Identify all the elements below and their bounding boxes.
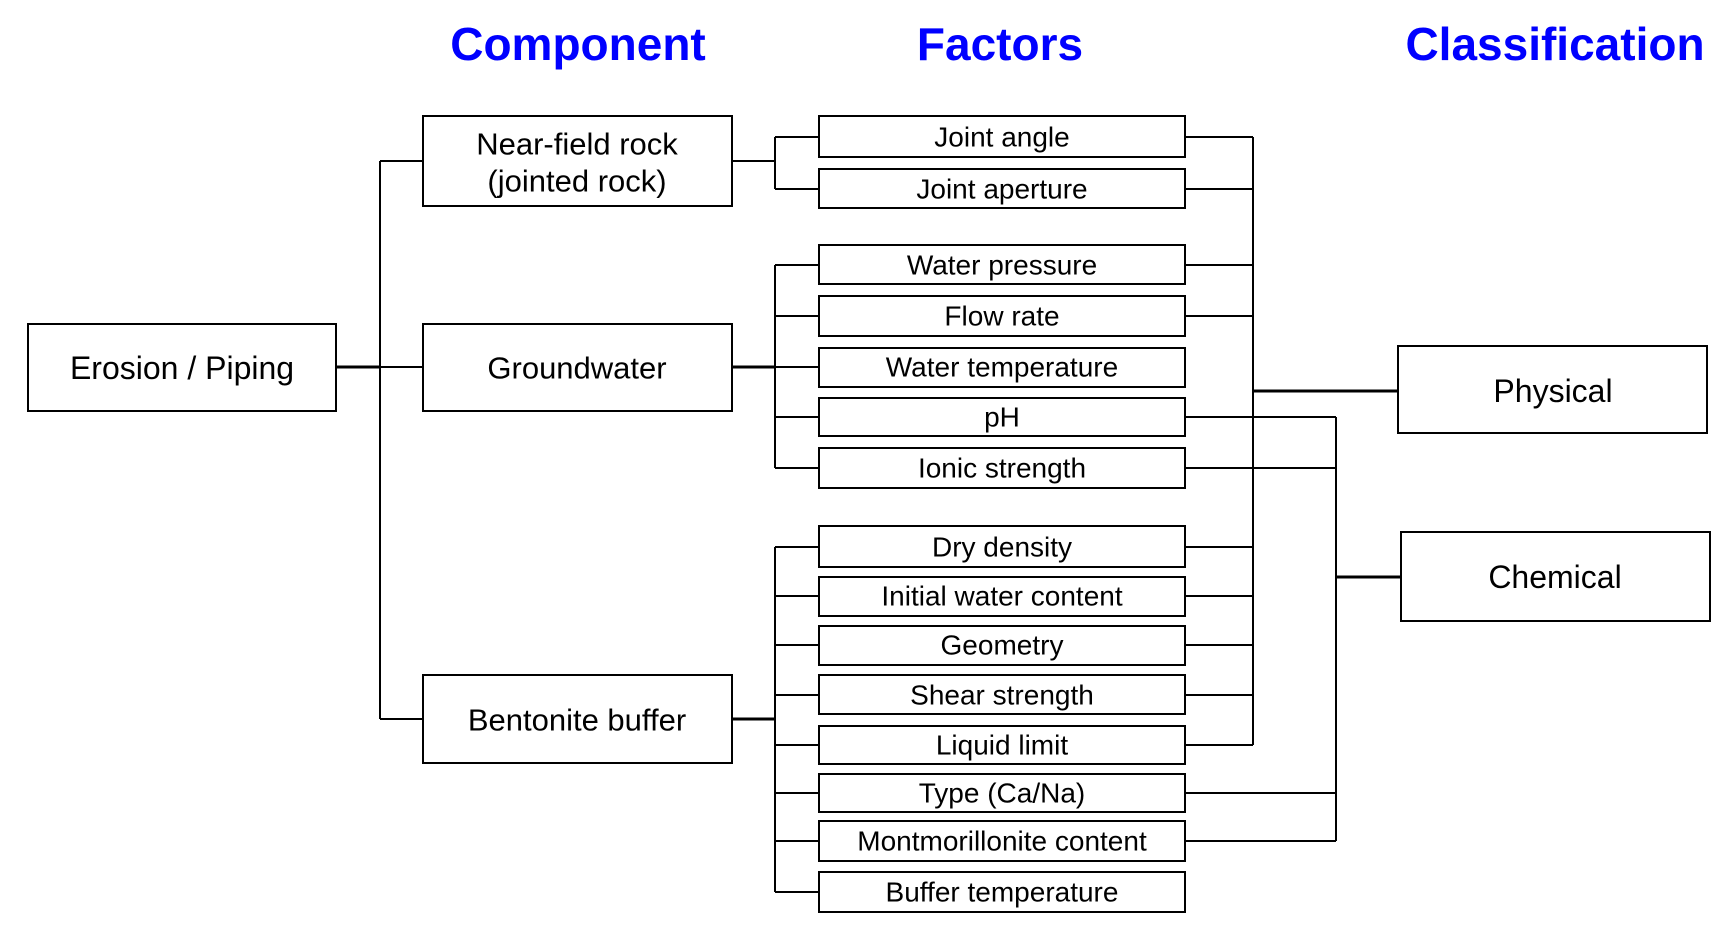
factor-node-water-temperature: Water temperature bbox=[818, 347, 1186, 388]
component-bentonite-label: Bentonite buffer bbox=[468, 703, 686, 738]
factor-node-initial-water-content: Initial water content bbox=[818, 576, 1186, 617]
header-component: Component bbox=[450, 18, 706, 70]
factor-node-liquid-limit: Liquid limit bbox=[818, 725, 1186, 765]
factor-label: Montmorillonite content bbox=[857, 826, 1147, 857]
root-node: Erosion / Piping bbox=[27, 323, 337, 412]
factor-label: Flow rate bbox=[944, 301, 1059, 332]
factor-label: Liquid limit bbox=[936, 730, 1068, 761]
factor-node-joint-aperture: Joint aperture bbox=[818, 168, 1186, 209]
classification-physical-label: Physical bbox=[1493, 373, 1612, 409]
factor-node-ph: pH bbox=[818, 397, 1186, 437]
component-rock-label-line1: Near-field rock bbox=[476, 127, 678, 162]
factor-label: Shear strength bbox=[910, 680, 1094, 711]
component-groundwater-label: Groundwater bbox=[487, 351, 666, 386]
header-factors: Factors bbox=[917, 18, 1083, 70]
factor-label: Water pressure bbox=[907, 250, 1097, 281]
factor-node-montmorillonite-content: Montmorillonite content bbox=[818, 820, 1186, 862]
factor-label: Water temperature bbox=[886, 352, 1118, 383]
classification-node-physical: Physical bbox=[1397, 345, 1708, 434]
factor-label: Type (Ca/Na) bbox=[919, 778, 1086, 809]
classification-node-chemical: Chemical bbox=[1400, 531, 1711, 622]
connector-lines bbox=[336, 136, 1401, 893]
factor-label: Initial water content bbox=[881, 581, 1122, 612]
factor-label: Ionic strength bbox=[918, 453, 1086, 484]
factor-node-water-pressure: Water pressure bbox=[818, 244, 1186, 285]
factor-node-buffer-temperature: Buffer temperature bbox=[818, 871, 1186, 913]
factor-node-dry-density: Dry density bbox=[818, 525, 1186, 568]
factor-label: Joint aperture bbox=[916, 174, 1087, 205]
factor-node-geometry: Geometry bbox=[818, 625, 1186, 666]
factor-node-joint-angle: Joint angle bbox=[818, 115, 1186, 158]
factor-node-type-ca-na: Type (Ca/Na) bbox=[818, 773, 1186, 813]
header-classification: Classification bbox=[1405, 18, 1704, 70]
classification-chemical-label: Chemical bbox=[1488, 559, 1621, 595]
factor-label: Dry density bbox=[932, 532, 1072, 563]
root-label: Erosion / Piping bbox=[70, 350, 294, 386]
factor-label: Buffer temperature bbox=[886, 877, 1119, 908]
component-node-groundwater: Groundwater bbox=[422, 323, 733, 412]
factor-node-ionic-strength: Ionic strength bbox=[818, 447, 1186, 489]
component-node-rock: Near-field rock (jointed rock) bbox=[422, 115, 733, 207]
factor-label: pH bbox=[984, 402, 1020, 433]
component-rock-label-line2: (jointed rock) bbox=[487, 164, 666, 199]
factor-node-shear-strength: Shear strength bbox=[818, 674, 1186, 715]
factor-label: Joint angle bbox=[934, 122, 1069, 153]
component-node-bentonite: Bentonite buffer bbox=[422, 674, 733, 764]
factor-node-flow-rate: Flow rate bbox=[818, 295, 1186, 337]
factor-label: Geometry bbox=[941, 630, 1064, 661]
